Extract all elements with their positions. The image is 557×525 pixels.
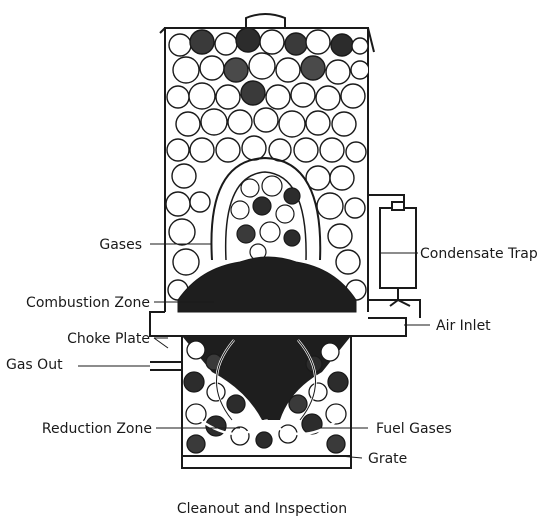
- label-choke-plate: Choke Plate: [67, 331, 150, 347]
- leader-grate: [339, 455, 363, 459]
- combustion-zone-region: [177, 256, 357, 420]
- label-gas-out: Gas Out: [6, 357, 63, 373]
- label-reduction-zone: Reduction Zone: [42, 421, 152, 437]
- lid-handle: [245, 13, 286, 28]
- label-grate: Grate: [368, 451, 407, 467]
- label-cleanout: Cleanout and Inspection: [177, 501, 347, 517]
- label-air-inlet: Air Inlet: [436, 318, 491, 334]
- gas-arch: [210, 156, 322, 261]
- label-fuel-gases: Fuel Gases: [376, 421, 452, 437]
- condensate-trap: [368, 194, 421, 318]
- label-combustion-zone: Combustion Zone: [26, 295, 150, 311]
- fuel-pellets-upper: [165, 27, 368, 301]
- leader-lines: [78, 243, 430, 459]
- label-gases: Gases: [99, 237, 142, 253]
- label-condensate-trap: Condensate Trap: [420, 246, 538, 262]
